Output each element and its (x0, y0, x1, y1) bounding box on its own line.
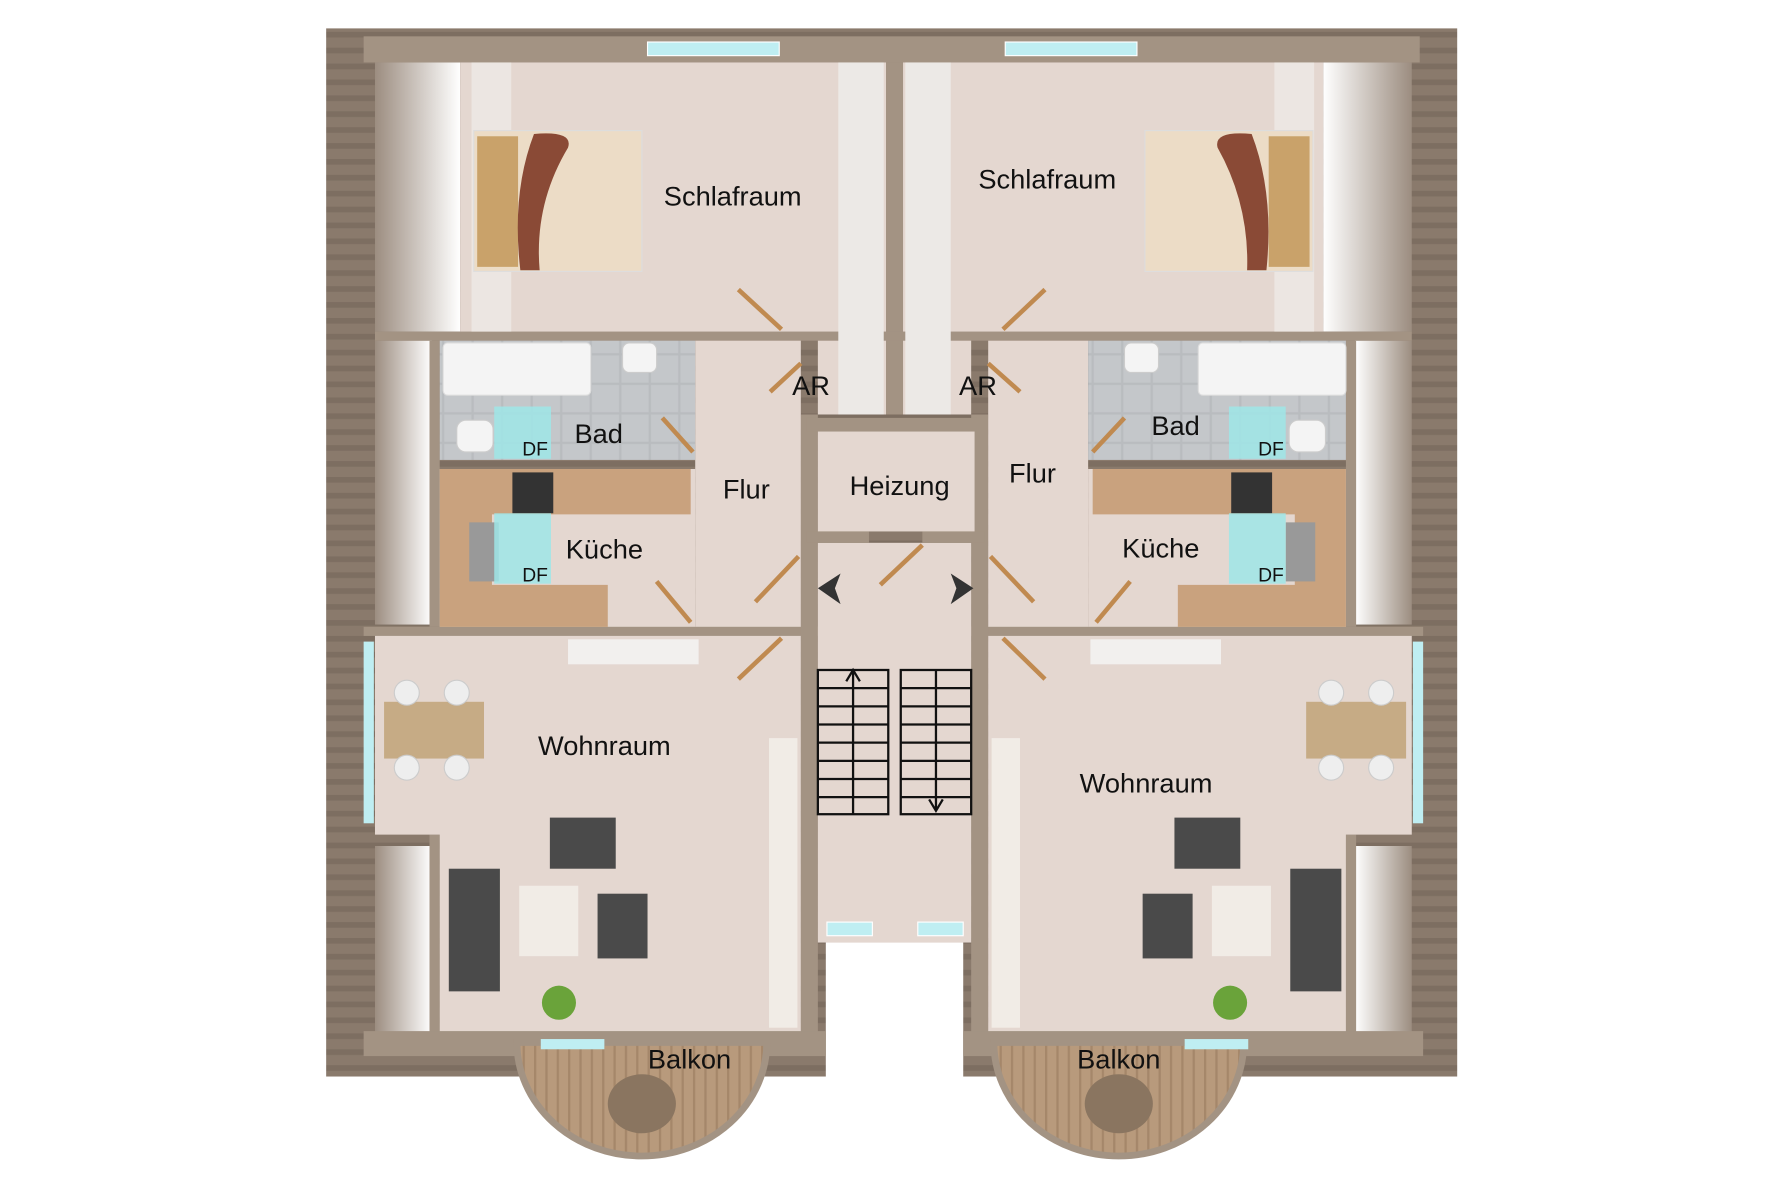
tv-shelf (991, 738, 1020, 1028)
sofa-set (448, 817, 1342, 992)
window (1184, 1039, 1249, 1050)
skylight-label: DF (1258, 439, 1284, 460)
arrow-left-icon (817, 573, 841, 605)
bathtub (1197, 342, 1347, 396)
sink (621, 342, 658, 374)
kitchen-sink (469, 522, 499, 582)
room-label-bedroom-right: Schlafraum (978, 164, 1116, 195)
room-label-balcony-left: Balkon (648, 1044, 731, 1075)
kitchen-counter (439, 468, 1346, 627)
room-label-living-left: Wohnraum (538, 730, 671, 761)
room-label-balcony-right: Balkon (1077, 1044, 1160, 1075)
toilet (456, 419, 494, 453)
dining-table (1306, 679, 1407, 781)
kitchen-sink (1285, 522, 1316, 582)
room-label-kitchen-right: Küche (1122, 533, 1199, 564)
dining-table (384, 679, 485, 781)
stove (1231, 472, 1273, 514)
room-label-hall-left: Flur (723, 474, 770, 505)
room-label-living-right: Wohnraum (1080, 768, 1213, 799)
coffee-table (519, 885, 579, 957)
sloped-ceiling (374, 62, 1412, 1034)
room-label-storage-right: AR (959, 370, 997, 401)
plant-icon (1213, 985, 1248, 1020)
room-label-hall-right: Flur (1009, 458, 1056, 489)
tv-shelf (769, 738, 798, 1028)
sink (1123, 342, 1160, 374)
arrow-right-icon (950, 573, 974, 605)
balcony-table (1084, 1074, 1153, 1134)
room-label-storage-left: AR (792, 370, 830, 401)
room-label-bath-left: Bad (574, 418, 623, 449)
bed (473, 130, 643, 272)
window (917, 921, 964, 937)
bookshelf (568, 639, 699, 665)
window (1004, 41, 1138, 57)
window (1412, 641, 1424, 824)
window (826, 921, 873, 937)
staircase (816, 667, 973, 816)
skylight-label: DF (522, 439, 548, 460)
bookshelf (1090, 639, 1221, 665)
window (540, 1039, 605, 1050)
center-notch (825, 942, 964, 1079)
plant-icon (541, 985, 576, 1020)
room-label-kitchen-left: Küche (566, 534, 643, 565)
skylight (494, 513, 552, 584)
bathtub (442, 342, 592, 396)
room-label-bedroom-left: Schlafraum (664, 181, 802, 212)
bed (1144, 130, 1314, 272)
toilet (1288, 419, 1327, 453)
skylight (494, 406, 552, 459)
balcony-table (607, 1074, 676, 1134)
skylight (1228, 513, 1286, 584)
room-label-bath-right: Bad (1151, 410, 1199, 441)
window (363, 641, 374, 824)
skylight-label: DF (522, 565, 548, 586)
stove (512, 472, 554, 514)
coffee-table (1211, 885, 1271, 957)
skylight (1228, 406, 1286, 459)
room-label-heating: Heizung (850, 470, 950, 501)
doors (654, 287, 1132, 681)
window (646, 41, 780, 57)
skylight-label: DF (1258, 565, 1284, 586)
